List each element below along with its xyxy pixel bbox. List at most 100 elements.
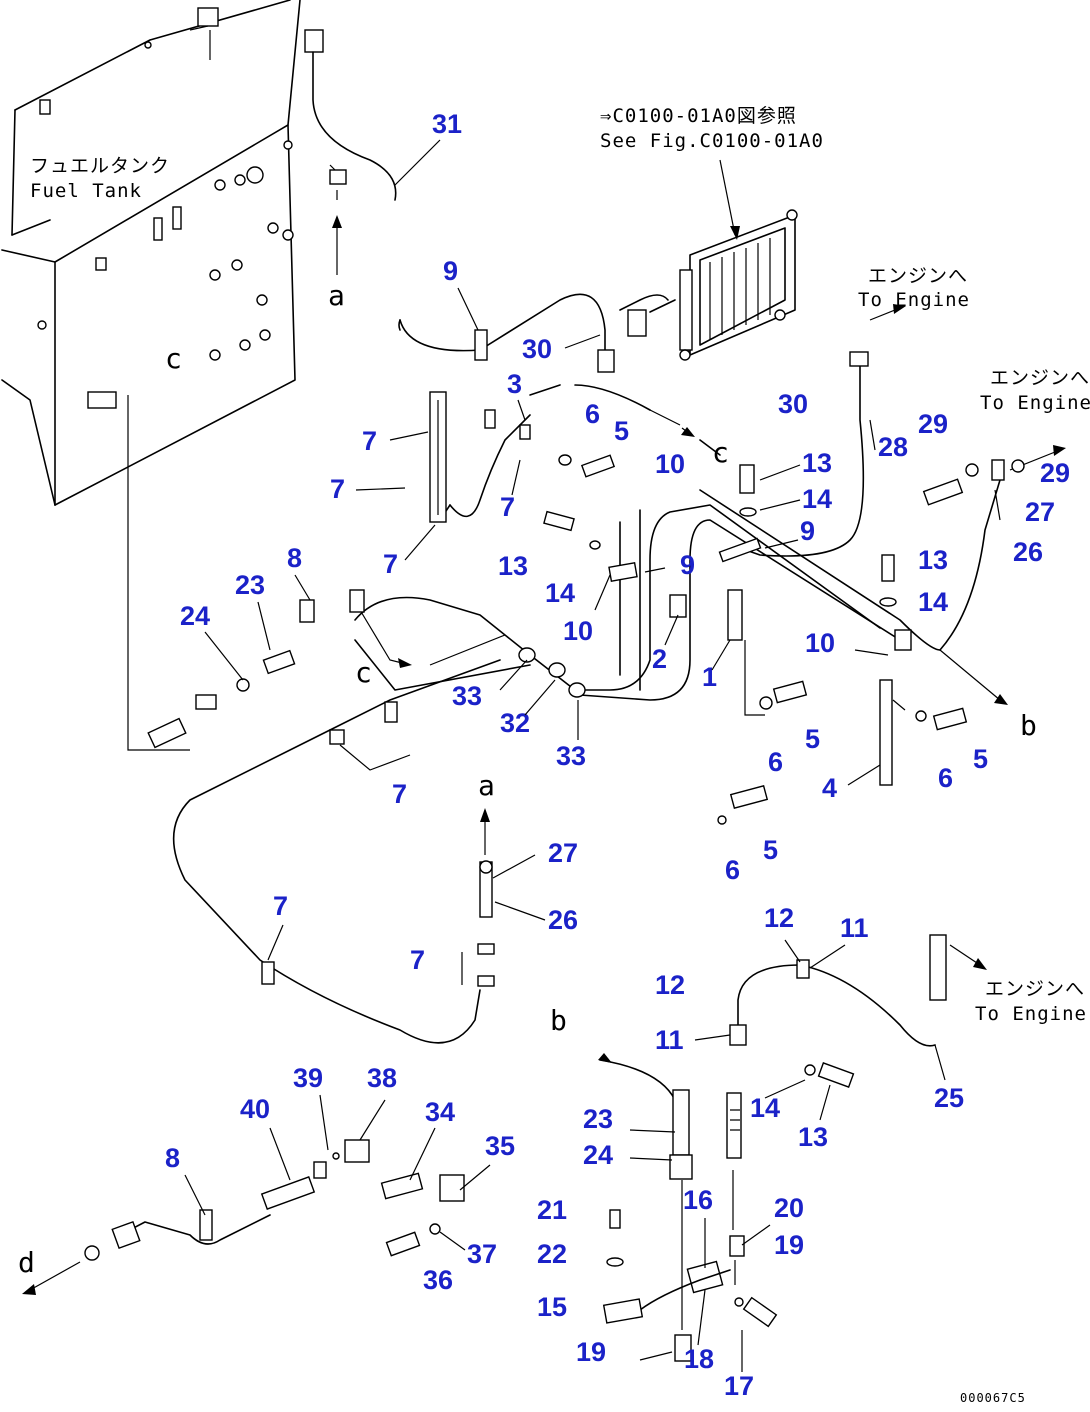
callout-10a: 10 xyxy=(655,449,685,479)
callout-13a: 13 xyxy=(802,448,832,478)
callout-35: 35 xyxy=(485,1131,515,1161)
callout-6d: 6 xyxy=(725,855,740,885)
callout-34: 34 xyxy=(425,1097,455,1127)
callout-19a: 19 xyxy=(774,1230,804,1260)
callout-numbers: 31 9 30 3 7 7 6 5 7 7 30 10 13 14 28 29 … xyxy=(165,109,1070,1401)
callout-26b: 26 xyxy=(548,905,578,935)
callout-1: 1 xyxy=(702,662,717,692)
callout-31: 31 xyxy=(432,109,462,139)
callout-7a: 7 xyxy=(362,426,377,456)
letter-b-right: b xyxy=(1020,709,1037,742)
callout-39: 39 xyxy=(293,1063,323,1093)
fuel-tank-label-en: Fuel Tank xyxy=(30,180,142,202)
callout-15: 15 xyxy=(537,1292,567,1322)
callout-2: 2 xyxy=(652,644,667,674)
callout-9b: 9 xyxy=(800,516,815,546)
callout-5c: 5 xyxy=(973,744,988,774)
letter-d-lower: d xyxy=(18,1246,35,1279)
callout-22: 22 xyxy=(537,1239,567,1269)
text-labels: フュエルタンク Fuel Tank ⇒C0100-01A0図参照 See Fig… xyxy=(30,105,1090,1405)
callout-14c: 14 xyxy=(545,578,575,608)
to-engine-label-jp-1: エンジンへ xyxy=(868,265,968,287)
fuel-tank-label-jp: フュエルタンク xyxy=(30,155,170,177)
callout-20: 20 xyxy=(774,1193,804,1223)
callout-24b: 24 xyxy=(583,1140,613,1170)
callout-12b: 12 xyxy=(655,970,685,1000)
callout-24a: 24 xyxy=(180,601,210,631)
callout-5d: 5 xyxy=(763,835,778,865)
letter-b-lower: b xyxy=(550,1004,567,1037)
see-fig-label-jp: ⇒C0100-01A0図参照 xyxy=(600,105,797,127)
letter-c-tank: c xyxy=(165,342,182,375)
letter-a-top: a xyxy=(328,279,345,312)
callout-32: 32 xyxy=(500,708,530,738)
fuel-tank xyxy=(1,0,301,751)
callout-8b: 8 xyxy=(165,1143,180,1173)
callout-18: 18 xyxy=(684,1344,714,1374)
to-engine-label-en-3: To Engine xyxy=(975,1003,1087,1025)
callout-6c: 6 xyxy=(938,763,953,793)
to-engine-label-jp-2: エンジンへ xyxy=(990,367,1090,389)
letter-c-left: c xyxy=(355,656,372,689)
callout-27a: 27 xyxy=(1025,497,1055,527)
callout-23b: 23 xyxy=(583,1104,613,1134)
callout-12a: 12 xyxy=(764,903,794,933)
callout-27b: 27 xyxy=(548,838,578,868)
callout-9a: 9 xyxy=(443,256,458,286)
to-engine-label-jp-3: エンジンへ xyxy=(985,978,1085,1000)
fasteners xyxy=(147,351,1025,987)
callout-5b: 5 xyxy=(805,724,820,754)
callout-29b: 29 xyxy=(1040,458,1070,488)
callout-7g: 7 xyxy=(410,945,425,975)
callout-23a: 23 xyxy=(235,570,265,600)
leader-lines xyxy=(184,139,946,1372)
callout-19b: 19 xyxy=(576,1337,606,1367)
callout-7b: 7 xyxy=(330,474,345,504)
callout-6a: 6 xyxy=(585,399,600,429)
callout-3: 3 xyxy=(507,369,522,399)
callout-5a: 5 xyxy=(614,416,629,446)
callout-30b: 30 xyxy=(778,389,808,419)
callout-17: 17 xyxy=(724,1371,754,1401)
callout-7d: 7 xyxy=(383,549,398,579)
callout-11b: 11 xyxy=(655,1025,684,1055)
connection-letters: a a c c c b b d xyxy=(18,279,1037,1279)
callout-7f: 7 xyxy=(273,891,288,921)
to-engine-label-en-2: To Engine xyxy=(980,392,1090,414)
callout-33b: 33 xyxy=(556,741,586,771)
letter-a-mid: a xyxy=(478,769,495,802)
see-fig-label-en: See Fig.C0100-01A0 xyxy=(600,130,824,152)
callout-33a: 33 xyxy=(452,681,482,711)
callout-11a: 11 xyxy=(840,913,869,943)
to-engine-label-en-1: To Engine xyxy=(858,289,970,311)
callout-40: 40 xyxy=(240,1094,270,1124)
hose-routing xyxy=(172,293,1066,1044)
callout-6b: 6 xyxy=(768,747,783,777)
callout-26a: 26 xyxy=(1013,537,1043,567)
lower-right-assembly xyxy=(598,934,987,1362)
callout-36: 36 xyxy=(423,1265,453,1295)
callout-29a: 29 xyxy=(918,409,948,439)
callout-13c: 13 xyxy=(498,551,528,581)
callout-13d: 13 xyxy=(798,1122,828,1152)
drawing-code: 000067C5 xyxy=(960,1391,1026,1405)
lower-left-assembly xyxy=(22,1139,465,1295)
callout-37: 37 xyxy=(467,1239,497,1269)
callout-38: 38 xyxy=(367,1063,397,1093)
callout-7e: 7 xyxy=(392,779,407,809)
callout-28: 28 xyxy=(878,432,908,462)
callout-21: 21 xyxy=(537,1195,567,1225)
callout-14b: 14 xyxy=(918,587,948,617)
callout-7c: 7 xyxy=(500,492,515,522)
callout-30a: 30 xyxy=(522,334,552,364)
fuel-cooler xyxy=(679,209,798,361)
callout-25: 25 xyxy=(934,1083,964,1113)
callout-14a: 14 xyxy=(802,484,832,514)
callout-9c: 9 xyxy=(680,550,695,580)
callout-10b: 10 xyxy=(563,616,593,646)
callout-8a: 8 xyxy=(287,543,302,573)
callout-10c: 10 xyxy=(805,628,835,658)
callout-16: 16 xyxy=(683,1185,713,1215)
